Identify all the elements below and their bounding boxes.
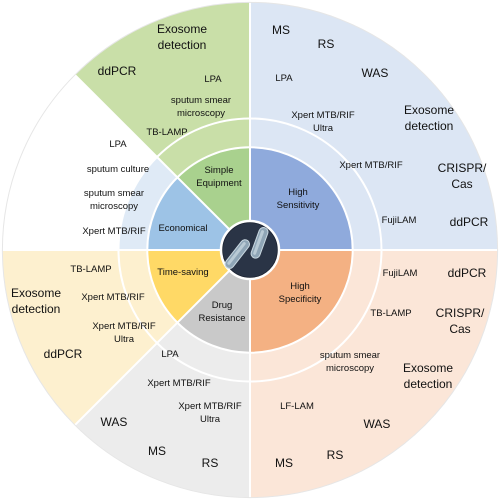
economical-mid-lpa: LPA bbox=[109, 139, 127, 150]
specificity-mid-tb-lamp: TB-LAMP bbox=[370, 308, 411, 319]
category-drug-resistance-line2: Resistance bbox=[199, 313, 246, 324]
time-outer-exosome-line1: Exosome bbox=[11, 286, 61, 300]
simple-outer-exosome-line2: detection bbox=[158, 38, 207, 52]
specificity-outer-exosome-line2: detection bbox=[404, 377, 453, 391]
specificity-outer-rs: RS bbox=[327, 448, 344, 462]
economical-mid-smear-line1: sputum smear bbox=[84, 188, 144, 199]
specificity-outer-was: WAS bbox=[364, 417, 391, 431]
core-ring bbox=[147, 147, 353, 353]
sensitivity-outer-crispr-line1: CRISPR/ bbox=[438, 161, 487, 175]
core-sector-high-sensitivity bbox=[250, 147, 353, 250]
category-time-saving: Time-saving bbox=[157, 267, 208, 278]
simple-mid-lpa: LPA bbox=[204, 74, 222, 85]
sensitivity-outer-ms: MS bbox=[272, 23, 290, 37]
drug-mid-lpa: LPA bbox=[161, 349, 179, 360]
time-outer-ddpcr: ddPCR bbox=[44, 347, 83, 361]
mycobacterium-tuberculosis-bacilli-icon bbox=[219, 219, 281, 281]
specificity-mid-lf-lam: LF-LAM bbox=[280, 401, 314, 412]
drug-mid-xpert-ultra-line1: Xpert MTB/RIF bbox=[178, 401, 242, 412]
specificity-outer-ms: MS bbox=[275, 456, 293, 470]
sensitivity-outer-rs: RS bbox=[318, 37, 335, 51]
category-high-sensitivity-line2: Sensitivity bbox=[277, 200, 320, 211]
sensitivity-outer-ddpcr: ddPCR bbox=[450, 215, 489, 229]
specificity-outer-crispr-line2: Cas bbox=[449, 322, 470, 336]
simple-outer-ddpcr: ddPCR bbox=[98, 64, 137, 78]
economical-mid-smear-line2: microscopy bbox=[90, 201, 138, 212]
economical-mid-culture: sputum culture bbox=[87, 164, 149, 175]
drug-outer-was: WAS bbox=[101, 415, 128, 429]
sensitivity-mid-xpert: Xpert MTB/RIF bbox=[339, 160, 403, 171]
category-high-specificity-line2: Specificity bbox=[279, 294, 322, 305]
category-high-specificity-line1: High bbox=[290, 281, 310, 292]
category-simple-equipment-line2: Equipment bbox=[196, 178, 242, 189]
time-mid-xpert: Xpert MTB/RIF bbox=[81, 292, 145, 303]
drug-outer-ms: MS bbox=[148, 444, 166, 458]
simple-mid-smear-line1: sputum smear bbox=[171, 95, 231, 106]
sensitivity-mid-fujilam: FujiLAM bbox=[382, 215, 417, 226]
time-mid-xpert-ultra-line1: Xpert MTB/RIF bbox=[92, 321, 156, 332]
drug-mid-xpert-ultra-line2: Ultra bbox=[200, 414, 221, 425]
simple-outer-exosome-line1: Exosome bbox=[157, 22, 207, 36]
sensitivity-outer-exosome-line1: Exosome bbox=[404, 103, 454, 117]
economical-mid-xpert: Xpert MTB/RIF bbox=[82, 226, 146, 237]
specificity-mid-smear-line2: microscopy bbox=[326, 363, 374, 374]
specificity-outer-crispr-line1: CRISPR/ bbox=[436, 306, 485, 320]
drug-outer-rs: RS bbox=[202, 456, 219, 470]
core-sector-simple-equipment bbox=[177, 147, 250, 250]
category-high-sensitivity-line1: High bbox=[288, 187, 308, 198]
core-sector-economical bbox=[147, 177, 250, 250]
middle-labels: LPA sputum smear microscopy TB-LAMP LPA … bbox=[70, 73, 417, 425]
specificity-outer-ddpcr: ddPCR bbox=[448, 266, 487, 280]
sensitivity-mid-xpert-ultra-line1: Xpert MTB/RIF bbox=[291, 110, 355, 121]
specificity-mid-fujilam: FujiLAM bbox=[383, 268, 418, 279]
time-mid-tb-lamp: TB-LAMP bbox=[70, 264, 111, 275]
specificity-outer-exosome-line1: Exosome bbox=[403, 361, 453, 375]
sensitivity-outer-was: WAS bbox=[362, 66, 389, 80]
category-simple-equipment-line1: Simple bbox=[204, 165, 233, 176]
time-mid-xpert-ultra-line2: Ultra bbox=[114, 334, 135, 345]
core-labels: Simple Equipment High Sensitivity High S… bbox=[157, 165, 321, 324]
time-outer-exosome-line2: detection bbox=[12, 302, 61, 316]
simple-mid-smear-line2: microscopy bbox=[177, 108, 225, 119]
specificity-mid-smear-line1: sputum smear bbox=[320, 350, 380, 361]
sensitivity-mid-lpa: LPA bbox=[275, 73, 293, 84]
sensitivity-outer-exosome-line2: detection bbox=[405, 119, 454, 133]
drug-mid-xpert: Xpert MTB/RIF bbox=[147, 378, 211, 389]
outer-labels: Exosome detection ddPCR MS RS WAS Exosom… bbox=[11, 22, 489, 470]
category-drug-resistance-line1: Drug bbox=[212, 300, 233, 311]
core-sector-drug-resistance bbox=[177, 250, 250, 353]
sensitivity-outer-crispr-line2: Cas bbox=[451, 177, 472, 191]
category-economical: Economical bbox=[158, 223, 207, 234]
core-sector-high-specificity bbox=[250, 250, 353, 353]
core-sector-time-saving bbox=[147, 250, 250, 323]
simple-mid-tb-lamp: TB-LAMP bbox=[146, 127, 187, 138]
sensitivity-mid-xpert-ultra-line2: Ultra bbox=[313, 123, 334, 134]
